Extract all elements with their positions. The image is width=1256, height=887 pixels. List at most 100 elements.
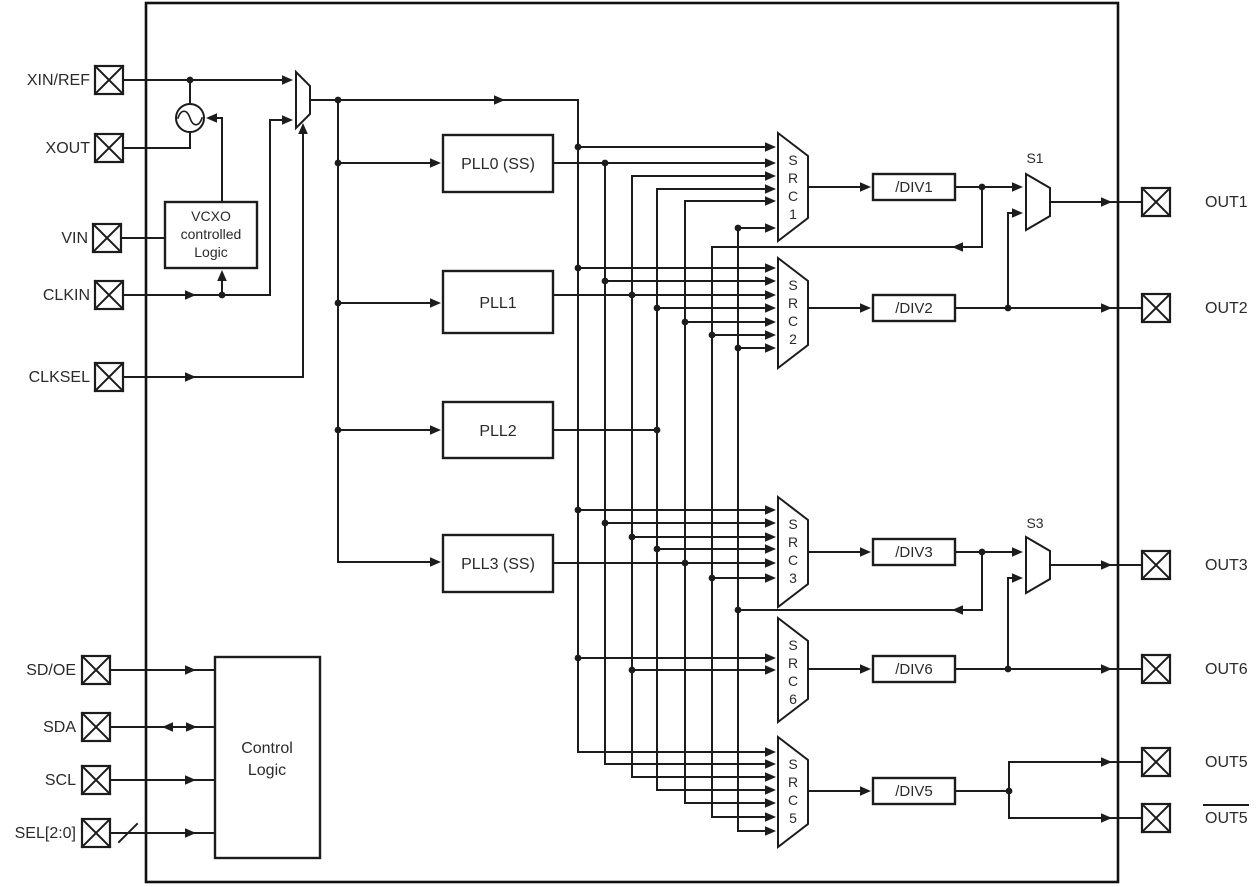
block-pll2 [441,400,555,460]
arrowhead [952,242,963,252]
pin-pad-x [93,279,125,311]
arrowhead [765,759,776,769]
junction-dot [1005,787,1013,795]
pin-label: OUT1 [1205,194,1248,211]
pin-out5-inverted: OUT5 [1140,802,1249,834]
arrowhead [765,747,776,757]
arrowhead [765,196,776,206]
pin-pad-x [1140,653,1172,685]
junction-dot [218,291,226,299]
arrowhead [185,372,196,382]
arrowhead [162,722,173,732]
mux-src1: S R C 1 [777,130,809,244]
arrowhead [185,775,196,785]
vcxo-label-line3: Logic [194,244,227,260]
junction-dot [186,76,194,84]
mux-src5-char: 5 [789,810,797,826]
pin-label: XOUT [46,140,91,157]
mux-s3-shape [1025,535,1051,595]
mux-src2-char: 2 [789,331,797,347]
pll0-label: PLL0 (SS) [461,156,535,173]
pin-pad-x [1140,802,1172,834]
junction-dot [334,426,342,434]
arrowhead [1101,560,1112,570]
junction-dot [653,426,661,434]
mux-src5: S R C 5 [777,734,809,850]
junction-dot [628,666,636,674]
arrowhead [765,276,776,286]
div2-label: /DIV2 [895,300,933,317]
junction-dot [734,606,742,614]
block-div1 [871,172,957,202]
mux-src5-shape [777,734,809,850]
mux-src6-char: C [788,673,798,689]
pin-out5: OUT5 [1140,746,1248,778]
mux-src1-char: C [788,188,798,204]
crystal-oscillator [175,103,205,133]
pin-label: OUT5 [1205,810,1248,827]
mux-src6-char: 6 [789,691,797,707]
arrowhead [217,270,227,281]
arrowhead [185,290,196,300]
pin-sel: SEL[2:0] [15,817,112,849]
pin-pad-x [93,132,125,164]
block-pll1 [441,269,555,335]
pin-label: SD/OE [26,662,76,679]
pin-pad-x [93,361,125,393]
arrowhead [206,113,217,123]
pin-pad-x [1140,186,1172,218]
pin-pad-x [80,764,112,796]
pin-pad-x [91,222,123,254]
pin-clkin: CLKIN [43,279,125,311]
arrowhead [765,330,776,340]
junction-dot [574,506,582,514]
arrowhead [765,558,776,568]
sine-wave-icon [176,110,204,126]
block-div5 [871,776,957,806]
arrowhead [185,828,196,838]
junction-dot [1004,304,1012,312]
block-div6 [871,654,957,684]
mux-src2-shape [777,255,809,371]
junction-dot [653,545,661,553]
arrowhead [765,826,776,836]
arrowhead [860,547,871,557]
arrowhead [494,95,505,105]
arrowhead [1012,573,1023,583]
junction-dot [628,533,636,541]
arrowhead [282,115,293,125]
junction-dot [574,143,582,151]
block-control-logic [213,655,322,860]
arrowhead [1101,757,1112,767]
arrowhead [765,343,776,353]
mux-src5-char: R [788,774,798,790]
junction-dot [574,264,582,272]
arrowhead [765,142,776,152]
arrowhead [765,223,776,233]
div3-label: /DIV3 [895,544,933,561]
arrowhead [1012,547,1023,557]
block-div3 [871,537,957,567]
mux-src3: S R C 3 [777,494,809,610]
mux-src2: S R C 2 [777,255,809,371]
mux-s1: S1 [1025,150,1051,232]
pin-out1: OUT1 [1140,186,1248,218]
mux-src6: S R C 6 [777,615,809,725]
pin-xout: XOUT [46,132,125,164]
mux-src2-char: C [788,313,798,329]
pin-pad-x [80,817,112,849]
block-pll3 [441,533,555,594]
vcxo-label-line2: controlled [181,226,242,242]
arrowhead [765,798,776,808]
mux-src5-char: C [788,792,798,808]
pin-label: SEL[2:0] [15,825,76,842]
arrowhead [430,298,441,308]
arrowhead [765,665,776,675]
pin-out2: OUT2 [1140,292,1248,324]
junction-dot [334,159,342,167]
control-logic-label-line1: Control [241,740,293,757]
pin-label: CLKIN [43,287,90,304]
junction-dot [601,277,609,285]
arrowhead [765,653,776,663]
